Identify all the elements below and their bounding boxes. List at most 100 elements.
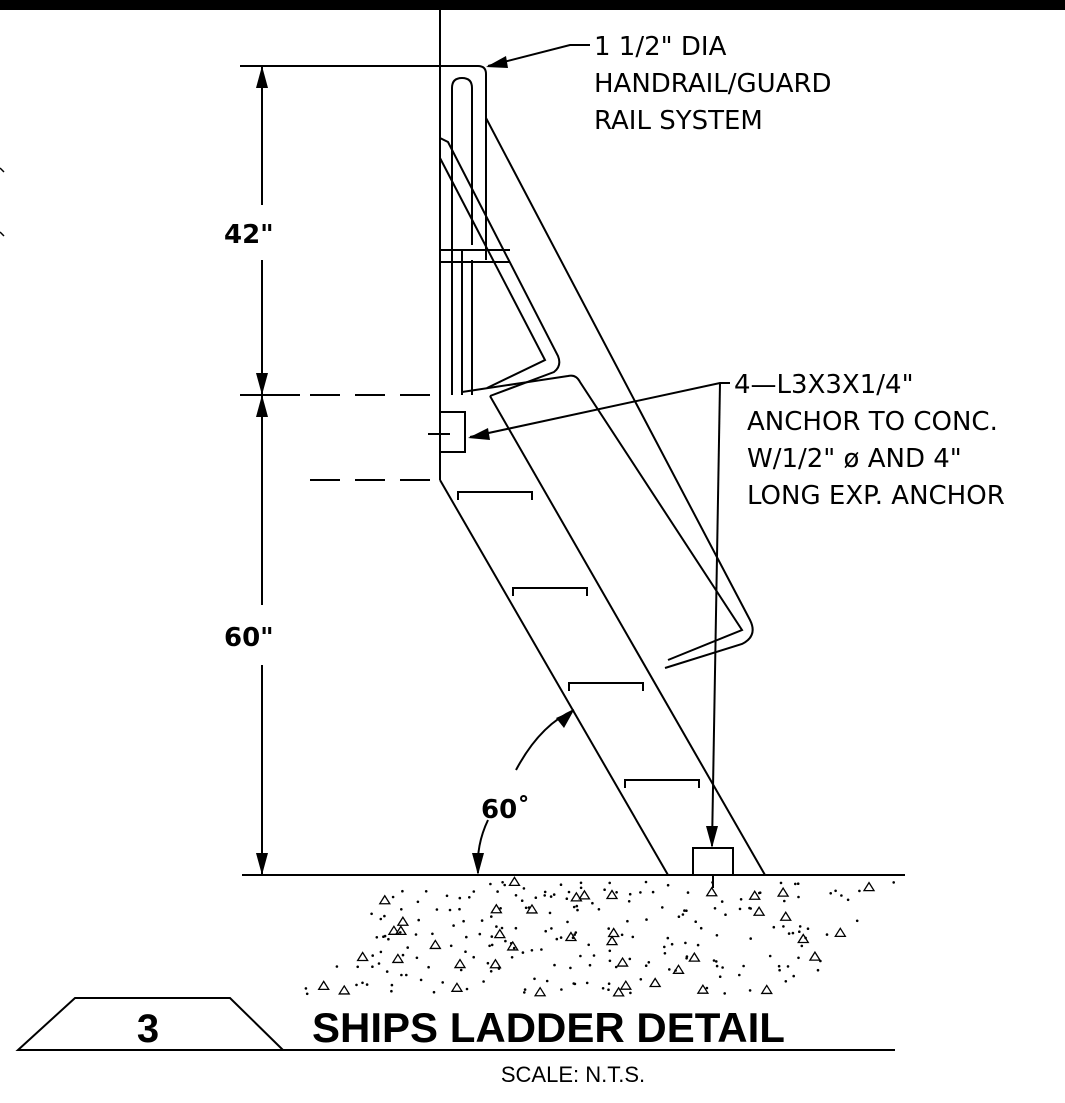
concrete-dot xyxy=(718,975,722,978)
anchor-callout-line-2: ANCHOR TO CONC. xyxy=(747,407,998,437)
concrete-dot xyxy=(686,891,690,894)
concrete-dot xyxy=(592,954,596,957)
concrete-dot xyxy=(465,935,468,939)
concrete-dot xyxy=(685,909,688,912)
concrete-dot xyxy=(445,894,449,898)
concrete-dot xyxy=(400,908,403,911)
concrete-dot xyxy=(545,979,549,983)
concrete-dot xyxy=(748,906,751,910)
concrete-dot xyxy=(414,933,418,936)
concrete-dot xyxy=(681,913,685,916)
concrete-dot xyxy=(644,964,648,967)
concrete-dot xyxy=(405,973,408,977)
concrete-dot xyxy=(607,927,610,930)
anchor-callout-line-4: LONG EXP. ANCHOR xyxy=(747,481,1005,511)
concrete-aggregate xyxy=(696,983,710,994)
concrete-dot xyxy=(355,983,358,987)
concrete-dot xyxy=(712,959,716,962)
concrete-aggregate xyxy=(672,964,685,974)
lower-dimension-label: 60" xyxy=(224,623,274,653)
concrete-dot xyxy=(379,950,383,954)
concrete-dot xyxy=(783,899,786,903)
concrete-dot xyxy=(305,992,309,996)
anchor-callout-line-3: W/1/2" ø AND 4" xyxy=(747,444,962,474)
concrete-dot xyxy=(488,944,491,948)
concrete-dot xyxy=(579,954,582,958)
scale-note: SCALE: N.T.S. xyxy=(501,1062,645,1087)
concrete-dot xyxy=(435,908,439,911)
concrete-dot xyxy=(472,890,476,893)
concrete-dot xyxy=(683,909,686,912)
concrete-dot xyxy=(758,891,761,895)
concrete-dot xyxy=(524,906,528,910)
concrete-dot xyxy=(639,978,643,981)
handrail-callout-line-2: HANDRAIL/GUARD xyxy=(594,69,832,99)
concrete-aggregate xyxy=(760,984,773,995)
concrete-dot xyxy=(840,894,843,897)
concrete-dot xyxy=(514,926,518,930)
concrete-dot xyxy=(486,961,490,965)
concrete-dot xyxy=(627,900,631,903)
concrete-dot xyxy=(569,966,572,970)
concrete-dot xyxy=(504,939,507,943)
concrete-dot xyxy=(304,987,308,990)
concrete-dot xyxy=(715,960,718,963)
concrete-aggregate xyxy=(533,986,547,997)
concrete-aggregate xyxy=(834,927,847,937)
concrete-dot xyxy=(540,948,543,951)
concrete-dot xyxy=(579,886,583,890)
concrete-dot xyxy=(530,949,534,952)
concrete-dot xyxy=(560,988,563,991)
concrete-dot xyxy=(459,968,463,972)
concrete-aggregate xyxy=(808,950,822,961)
concrete-dot xyxy=(533,977,536,981)
concrete-dot xyxy=(631,935,635,939)
detail-number: 3 xyxy=(137,1007,159,1051)
concrete-dot xyxy=(452,924,455,927)
concrete-dot xyxy=(391,895,395,899)
angle-clips xyxy=(428,411,734,888)
concrete-aggregate xyxy=(453,958,467,969)
concrete-dot xyxy=(489,882,492,886)
concrete-dot xyxy=(490,915,493,918)
concrete-dot xyxy=(441,981,445,984)
concrete-aggregate xyxy=(748,890,761,900)
concrete-dot xyxy=(834,889,837,893)
concrete-dot xyxy=(651,890,655,894)
concrete-aggregate xyxy=(605,935,619,946)
concrete-dot xyxy=(522,887,526,890)
arrowhead xyxy=(706,826,718,848)
arrowhead xyxy=(556,710,574,728)
reference-lines xyxy=(240,65,905,876)
concrete-dot xyxy=(846,898,850,902)
handrail-callout-line-1: 1 1/2" DIA xyxy=(594,32,727,62)
concrete-aggregate xyxy=(317,980,330,991)
angle-label: 60˚ xyxy=(481,794,530,825)
concrete-dot xyxy=(371,954,375,957)
sloped-handrail xyxy=(439,117,754,669)
dimension-line xyxy=(256,66,268,875)
concrete-dot xyxy=(498,966,501,969)
concrete-dot xyxy=(858,889,861,893)
concrete-dot xyxy=(724,913,727,916)
concrete-dot xyxy=(720,900,724,903)
tread xyxy=(512,587,588,596)
concrete-dot xyxy=(464,950,467,953)
concrete-dot xyxy=(666,883,670,887)
tread xyxy=(624,779,700,788)
concrete-dot xyxy=(432,990,436,994)
concrete-aggregate xyxy=(356,951,369,962)
concrete-aggregate xyxy=(612,986,625,997)
concrete-aggregate xyxy=(396,916,410,926)
concrete-dot xyxy=(521,951,525,954)
concrete-dot xyxy=(587,943,590,947)
concrete-dot xyxy=(576,908,579,912)
lower-angle-clip xyxy=(692,847,734,876)
concrete-dot xyxy=(715,964,719,968)
arrowhead xyxy=(486,56,508,68)
concrete-dot xyxy=(417,918,421,922)
concrete-aggregate xyxy=(338,984,351,995)
ladder-treads xyxy=(457,491,700,788)
concrete-dot xyxy=(510,956,514,959)
concrete-dot xyxy=(792,974,795,978)
